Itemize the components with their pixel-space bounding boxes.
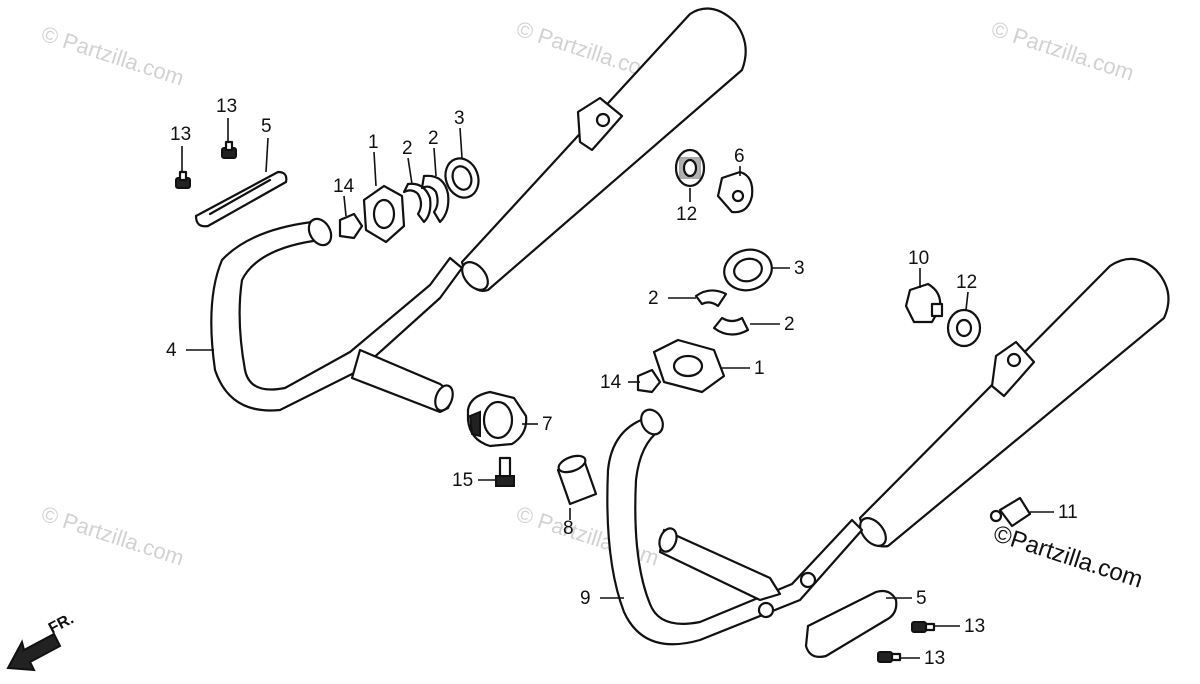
left-muffler-assembly (210, 7, 747, 414)
front-label: FR. (46, 610, 77, 637)
collar-2-left-b (420, 174, 450, 224)
callout-13: 13 (924, 648, 945, 669)
sleeve-8 (556, 454, 598, 506)
collar-2-left-a (402, 182, 432, 224)
callout-14: 14 (333, 176, 355, 197)
bolt-15 (495, 456, 515, 487)
flange-1-right (652, 338, 726, 394)
callout-12: 12 (676, 204, 697, 225)
bolt-13-right-lower (877, 651, 902, 663)
right-header-flange (640, 408, 664, 436)
callout-1: 1 (754, 358, 765, 379)
left-header-flange (307, 217, 333, 247)
right-muffler-bracket-hole (1006, 352, 1022, 368)
bolt-13-upper (221, 140, 237, 159)
right-small-parts (636, 148, 1032, 663)
left-crossover-end (434, 384, 454, 412)
flange-1-left (362, 184, 406, 244)
collar-2-right-b (712, 316, 750, 336)
callout-7: 7 (542, 414, 553, 435)
brand-watermark: ©Partzilla.com (990, 520, 1146, 594)
callout-6: 6 (734, 146, 745, 167)
grommet-12-upper (674, 148, 706, 188)
front-arrow-icon (6, 632, 62, 672)
heat-plate-5-left (194, 170, 288, 228)
bracket-10 (904, 282, 944, 324)
watermark: © Partzilla.com (38, 501, 187, 571)
callout-10: 10 (908, 248, 929, 269)
callout-2: 2 (784, 314, 795, 335)
callout-2: 2 (402, 138, 413, 159)
watermark: © Partzilla.com (513, 501, 662, 571)
right-muffler-bracket (990, 340, 1036, 398)
callout-13: 13 (170, 124, 191, 145)
callout-14: 14 (600, 372, 622, 393)
callout-5: 5 (916, 588, 927, 609)
callout-2: 2 (428, 128, 439, 149)
callout-1: 1 (368, 132, 379, 153)
bolt-13-right-upper (911, 621, 936, 633)
clip-11 (989, 496, 1032, 528)
watermark: © Partzilla.com (988, 16, 1137, 86)
left-muffler-bracket-hole (595, 112, 611, 128)
heat-plate-5-right (804, 589, 898, 658)
grommet-12-lower (946, 308, 982, 348)
bolt-13-lower (175, 170, 191, 189)
callout-15: 15 (452, 470, 473, 491)
callout-9: 9 (580, 588, 591, 609)
nut-14-left (338, 212, 364, 240)
callout-13: 13 (964, 616, 985, 637)
callouts: 13 13 5 1 2 2 3 14 4 7 15 8 9 6 12 3 2 2… (166, 96, 1078, 669)
right-header-pipe (606, 416, 864, 646)
clamp-7 (466, 390, 528, 448)
nut-14-right (636, 368, 662, 394)
callout-5: 5 (261, 116, 272, 137)
leader-lines (181, 118, 1054, 659)
callout-2: 2 (648, 288, 659, 309)
callout-3: 3 (794, 258, 805, 279)
right-muffler-assembly (606, 257, 1170, 646)
callout-12: 12 (956, 272, 977, 293)
left-small-parts (175, 140, 598, 506)
left-header-pipe (210, 220, 464, 412)
callout-3: 3 (454, 108, 465, 129)
right-crossover-end (658, 527, 678, 553)
gasket-3-left (444, 157, 480, 199)
watermark: © Partzilla.com (38, 21, 187, 91)
front-direction-indicator: FR. (6, 610, 77, 672)
callout-11: 11 (1058, 502, 1078, 523)
right-crossover-stub (658, 528, 782, 602)
callout-8: 8 (563, 518, 574, 539)
bracket-6 (716, 170, 754, 214)
callout-4: 4 (166, 340, 177, 361)
callout-13: 13 (216, 96, 237, 117)
left-muffler-collar (461, 261, 489, 291)
collar-2-right-a (694, 289, 728, 308)
right-muffler-collar (859, 517, 887, 547)
gasket-3-right (723, 248, 773, 292)
